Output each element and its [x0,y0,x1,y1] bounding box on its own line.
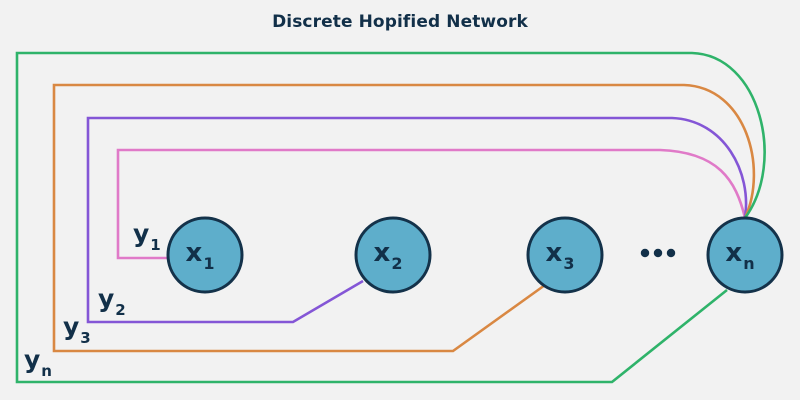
page-title: Discrete Hopified Network [272,12,528,32]
node-circle-x1[interactable] [166,216,244,294]
node-circle-xn[interactable] [706,216,784,294]
node-circle-x3[interactable] [526,216,604,294]
feedback-path-yn [15,51,766,384]
ellipsis-dot [666,248,676,258]
nodes-group: x1 x2 x3 xn [166,216,784,294]
node-circle-x2[interactable] [354,216,432,294]
ellipsis-dot [640,248,650,258]
feedback-path-y2 [86,116,748,324]
node-x3[interactable]: x3 [526,216,604,294]
feedback-path-y3 [52,83,756,353]
node-x1[interactable]: x1 [166,216,244,294]
output-label-y2: y2 [98,284,126,319]
node-x2[interactable]: x2 [354,216,432,294]
feedback-paths-group [15,51,766,384]
node-label-x2: x2 [374,238,403,273]
output-label-y3: y3 [63,312,91,347]
ellipsis-group [640,248,676,258]
node-xn[interactable]: xn [706,216,784,294]
output-label-y1: y1 [133,219,161,254]
feedback-path-y1 [116,148,747,260]
output-label-yn: yn [24,345,52,380]
ellipsis-dot [653,248,663,258]
ellipsis-indicator [640,248,676,258]
